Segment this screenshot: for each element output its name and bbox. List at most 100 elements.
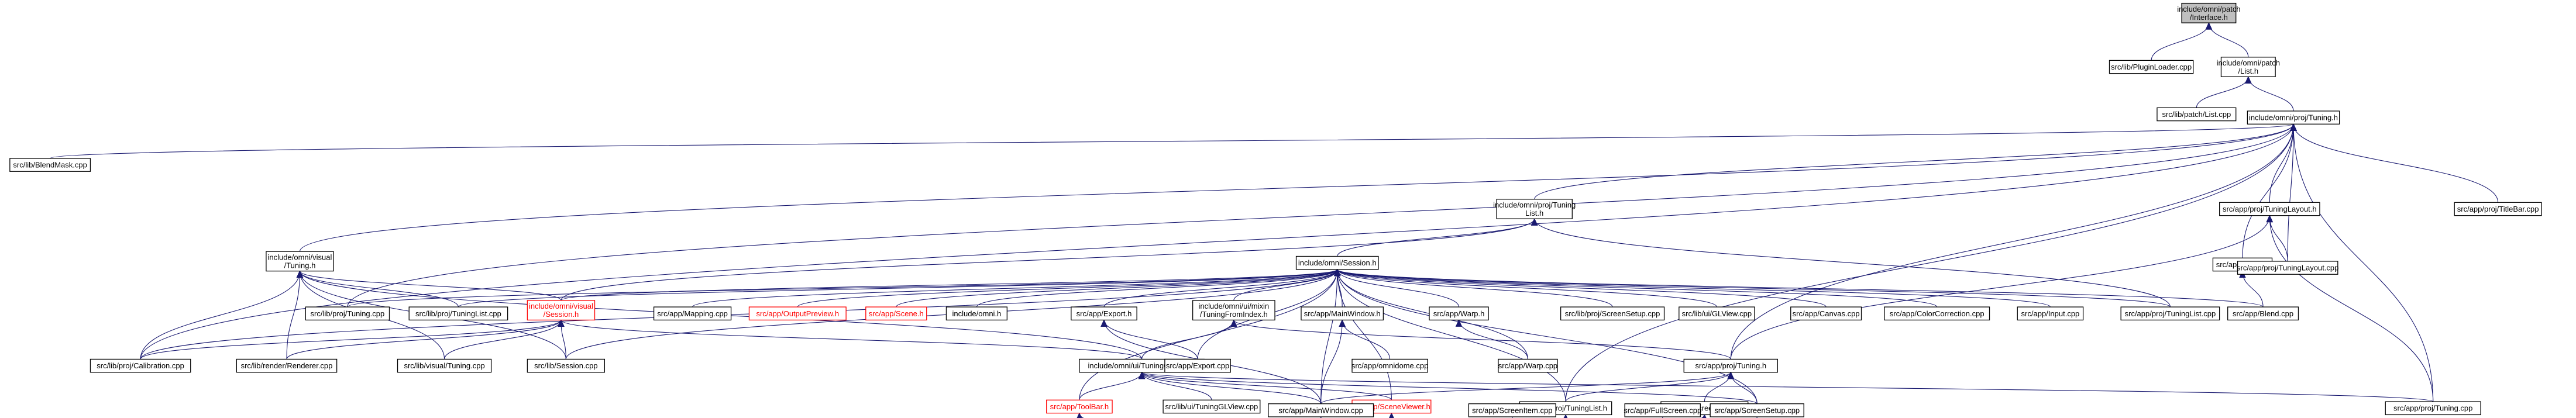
node-app-tuning-h[interactable]: src/app/proj/Tuning.h [1683, 358, 1778, 373]
node-tuningglview-cpp[interactable]: src/lib/ui/TuningGLView.cpp [1163, 399, 1261, 414]
node-mainwindow-h[interactable]: src/app/MainWindow.h [1301, 306, 1384, 321]
edge-line [1320, 372, 1731, 405]
edge-line [1337, 269, 1460, 308]
node-box [1884, 306, 1990, 321]
node-session-h[interactable]: include/omni/Session.h [1295, 255, 1379, 270]
edge-proj-tuninglist-h-to-app-proj-tuninglist-cpp [1531, 218, 2171, 308]
node-mainwindow-cpp[interactable]: src/app/MainWindow.cpp [1268, 403, 1374, 417]
node-lib-session-cpp[interactable]: src/lib/Session.cpp [527, 358, 606, 373]
node-label-line: include/omni/visual [268, 253, 332, 261]
node-fullscreen-cpp[interactable]: src/app/FullScreen.cpp [1624, 403, 1701, 417]
edge-proj-tuning-h-to-titlebar-cpp [2290, 123, 2499, 203]
node-patch-list-h[interactable]: include/omni/patch/List.h [2217, 57, 2280, 77]
node-screensetup-app-cpp[interactable]: src/app/ScreenSetup.cpp [1710, 403, 1804, 417]
node-app-proj-tuninglist-cpp[interactable]: src/app/proj/TuningList.cpp [2120, 306, 2220, 321]
node-label-line: src/lib/patch/List.cpp [2162, 110, 2231, 119]
node-box [408, 306, 508, 321]
node-box [1295, 255, 1379, 270]
node-label-line: src/lib/BlendMask.cpp [13, 161, 87, 170]
node-export-cpp[interactable]: src/app/Export.cpp [1164, 358, 1231, 373]
node-box [1192, 300, 1275, 321]
node-visual-tuning-cpp[interactable]: src/lib/visual/Tuning.cpp [397, 358, 492, 373]
edge-proj-tuning-h-to-calibration-cpp [140, 123, 2297, 360]
node-outputpreview-h[interactable]: src/app/OutputPreview.h [748, 306, 847, 321]
edge-line [458, 269, 1338, 308]
node-screenitem-cpp[interactable]: src/app/ScreenItem.cpp [1468, 403, 1556, 417]
node-lib-proj-tuning-cpp[interactable]: src/lib/proj/Tuning.cpp [305, 306, 390, 321]
node-label-line: src/app/Export.cpp [1166, 361, 1229, 370]
edge-visual-tuning-h-to-renderer-cpp [286, 270, 304, 360]
edge-line [2269, 215, 2434, 402]
edge-line [1337, 269, 1613, 308]
edge-line [1103, 320, 1198, 360]
edge-tuningglview-h-to-toolbar-h [1079, 371, 1146, 400]
node-glview-cpp[interactable]: src/lib/ui/GLView.cpp [1679, 306, 1755, 321]
node-calibration-cpp[interactable]: src/lib/proj/Calibration.cpp [90, 358, 191, 373]
node-visual-session-h[interactable]: include/omni/visual/Session.h [527, 300, 596, 321]
node-blend-cpp[interactable]: src/app/Blend.cpp [2227, 306, 2299, 321]
node-label-line: src/app/MainWindow.cpp [1278, 406, 1363, 414]
node-box [2181, 2, 2237, 23]
edge-line [1337, 269, 2264, 308]
edge-arrowhead [1333, 268, 1341, 277]
edge-line [299, 124, 2294, 252]
node-warp-h[interactable]: src/app/Warp.h [1429, 306, 1489, 321]
edge-line [299, 271, 459, 308]
node-box [2454, 202, 2542, 216]
node-label-line: /Session.h [544, 310, 579, 319]
node-proj-tuninglist-h[interactable]: include/omni/proj/TuningList.h [1493, 199, 1576, 219]
node-scene-h[interactable]: src/app/Scene.h [865, 306, 927, 321]
node-renderer-cpp[interactable]: src/lib/render/Renderer.cpp [236, 358, 338, 373]
node-label-line: include/omni/ui/mixin [1198, 302, 1269, 310]
node-tuningfromindex-h[interactable]: include/omni/ui/mixin/TuningFromIndex.h [1192, 300, 1275, 321]
edge-arrowhead [1339, 319, 1346, 327]
node-box [397, 358, 492, 373]
edge-visual-tuning-h-to-calibration-cpp [140, 270, 304, 360]
node-blendmask-cpp[interactable]: src/lib/BlendMask.cpp [9, 158, 91, 172]
node-box [1560, 306, 1665, 321]
node-visual-tuning-h[interactable]: include/omni/visual/Tuning.h [266, 251, 334, 272]
node-colorcorrection-cpp[interactable]: src/app/ColorCorrection.cpp [1884, 306, 1990, 321]
node-screensetup-lib-cpp[interactable]: src/lib/proj/ScreenSetup.cpp [1560, 306, 1665, 321]
node-proj-tuning-h[interactable]: include/omni/proj/Tuning.h [2247, 110, 2340, 125]
node-tuninglayout-h[interactable]: src/app/proj/TuningLayout.h [2219, 202, 2320, 216]
edge-line [286, 271, 301, 360]
edge-line [1141, 372, 2434, 402]
node-input-cpp[interactable]: src/app/Input.cpp [2017, 306, 2084, 321]
node-tuninglayout-cpp[interactable]: src/app/proj/TuningLayout.cpp [2237, 261, 2338, 275]
node-titlebar-cpp[interactable]: src/app/proj/TitleBar.cpp [2454, 202, 2542, 216]
edge-line [1337, 269, 1717, 308]
node-label-line: src/app/proj/Tuning.cpp [2393, 404, 2472, 413]
node-warp-cpp[interactable]: src/app/Warp.cpp [1498, 358, 1558, 373]
node-toolbar-h[interactable]: src/app/ToolBar.h [1046, 399, 1113, 414]
edge-arrowhead [1563, 414, 1568, 418]
node-export-h[interactable]: src/app/Export.h [1071, 306, 1137, 321]
edge-arrowhead [296, 270, 304, 278]
node-canvas-cpp[interactable]: src/app/Canvas.cpp [1790, 306, 1862, 321]
node-omni-h[interactable]: include/omni.h [945, 306, 1007, 321]
node-label-line: include/omni/visual [529, 302, 593, 310]
node-app-tuning-cpp[interactable]: src/app/proj/Tuning.cpp [2385, 401, 2481, 416]
node-label-line: /TuningFromIndex.h [1200, 310, 1268, 319]
edge-session-h-to-colorcorrection-cpp [1333, 268, 1938, 308]
edge-arrowhead [1077, 412, 1082, 418]
edge-interface-h-to-patch-list-h [2205, 22, 2249, 57]
edge-line [2293, 124, 2434, 402]
node-label-line: src/app/MainWindow.h [1304, 309, 1381, 318]
node-mapping-cpp[interactable]: src/app/Mapping.cpp [653, 306, 732, 321]
node-patch-list-cpp[interactable]: src/lib/patch/List.cpp [2157, 107, 2237, 122]
edge-arrowhead [1389, 412, 1394, 418]
node-box [2227, 306, 2299, 321]
node-omnidome-cpp[interactable]: src/app/omnidome.cpp [1351, 358, 1429, 373]
edge-tuningglview-h-to-app-tuning-cpp [1138, 371, 2434, 402]
node-label-line: include/omni/Session.h [1298, 258, 1377, 267]
node-pluginloader-cpp[interactable]: src/lib/PluginLoader.cpp [2109, 60, 2194, 74]
edge-proj-tuning-h-to-tuninglayout-cpp [2287, 123, 2297, 261]
node-box [527, 300, 596, 321]
edge-line [560, 219, 1535, 300]
edge-blend-h-to-blend-cpp [2239, 270, 2264, 308]
node-lib-proj-tuninglist-cpp[interactable]: src/lib/proj/TuningList.cpp [408, 306, 508, 321]
node-label-line: List.h [1525, 209, 1543, 217]
node-label-line: src/app/ScreenItem.cpp [1472, 406, 1552, 414]
